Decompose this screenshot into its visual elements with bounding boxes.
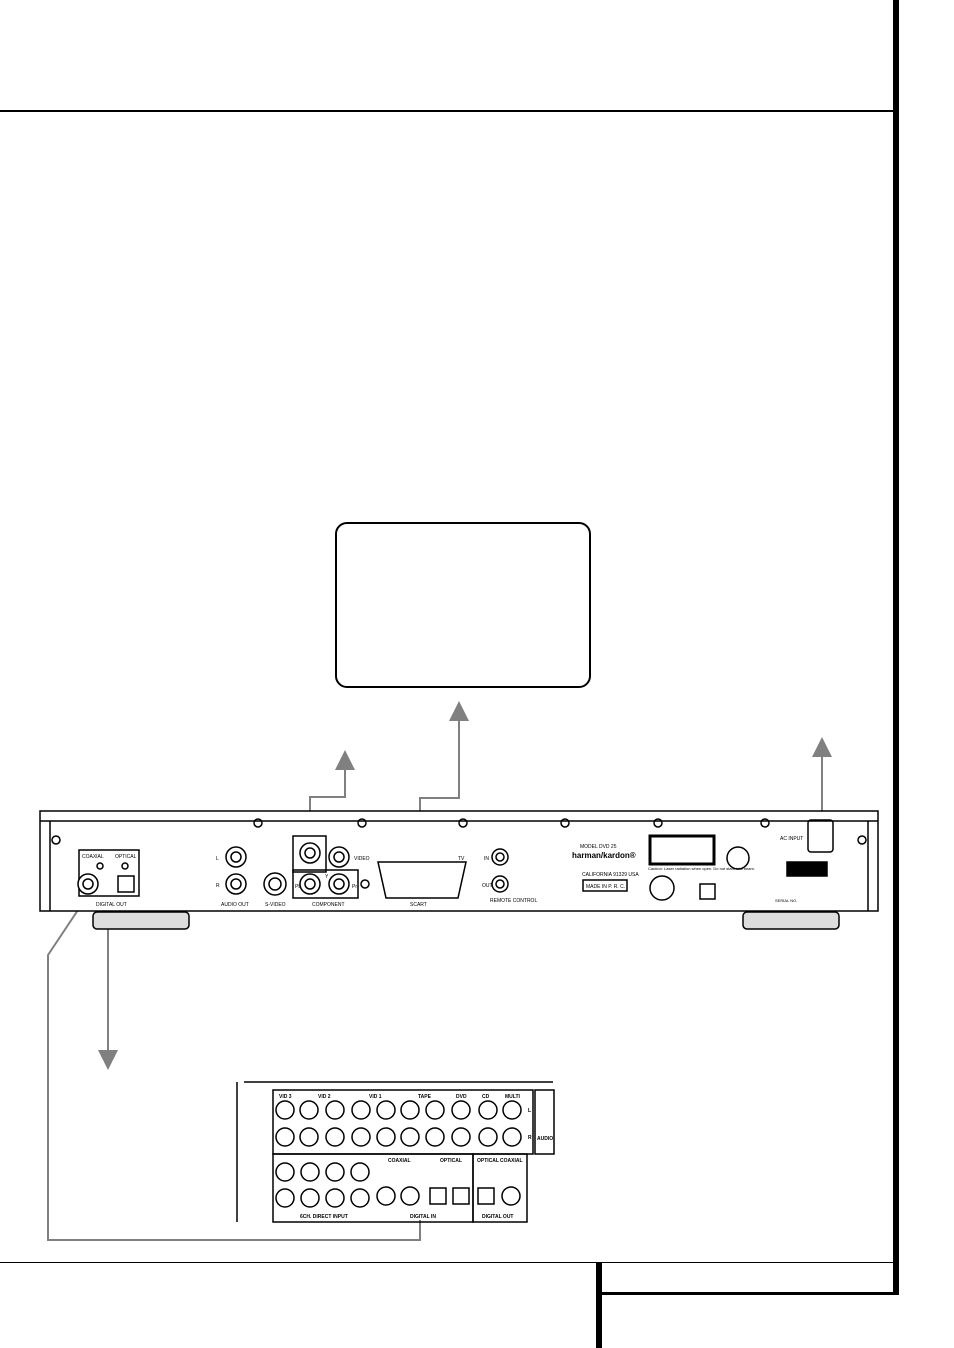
audio-label: AUDIO bbox=[537, 1136, 553, 1142]
vid2-label: VID 2 bbox=[318, 1094, 331, 1100]
optical-label: OPTICAL bbox=[115, 854, 137, 860]
video-label: VIDEO bbox=[354, 856, 370, 862]
receiver-text: VID 3 VID 2 VID 1 TAPE DVD CD MULTI AUDI… bbox=[279, 1094, 553, 1220]
california-label: CALIFORNIA 91329 USA bbox=[582, 872, 639, 878]
dvd-label: DVD bbox=[456, 1094, 467, 1100]
tape-label: TAPE bbox=[418, 1094, 432, 1100]
coaxial-out-label: COAXIAL bbox=[500, 1158, 523, 1164]
vid1-label: VID 1 bbox=[369, 1094, 382, 1100]
footer-rule-right bbox=[596, 1292, 898, 1295]
coaxial-label: COAXIAL bbox=[82, 854, 104, 860]
digital-out-label: DIGITAL OUT bbox=[96, 902, 127, 908]
receiver-jacks bbox=[275, 1100, 522, 1208]
coax-cable-line bbox=[47, 879, 421, 1241]
dvd-panel-text: COAXIAL OPTICAL DIGITAL OUT L R AUDIO OU… bbox=[82, 836, 803, 908]
caution-label: Caution: Laser radiation when open. Do n… bbox=[648, 866, 755, 871]
r-label: R bbox=[528, 1135, 532, 1141]
cd-label: CD bbox=[482, 1094, 490, 1100]
vid3-label: VID 3 bbox=[279, 1094, 292, 1100]
remote-control-label: REMOTE CONTROL bbox=[490, 898, 537, 904]
receiver-rear-panel bbox=[236, 1081, 555, 1223]
audio-r-label: R bbox=[216, 883, 220, 889]
serial-label: SERIAL NO. bbox=[775, 898, 797, 903]
pr-label: Pr bbox=[352, 884, 357, 890]
digital-in-label: DIGITAL IN bbox=[410, 1214, 436, 1220]
right-edge-bar bbox=[893, 0, 899, 1295]
audio-l-label: L bbox=[216, 856, 219, 862]
dvd-player-rear-panel bbox=[39, 810, 879, 930]
coaxial-in-label: COAXIAL bbox=[388, 1158, 411, 1164]
made-in-label: MADE IN P. R. C. bbox=[586, 884, 625, 890]
footer-vertical-bar bbox=[596, 1262, 602, 1348]
ac-input-label: AC INPUT bbox=[780, 836, 803, 842]
footer-rule bbox=[0, 1262, 895, 1263]
y-label: Y bbox=[325, 874, 329, 880]
tv-monitor bbox=[335, 522, 591, 688]
digital-out-rcv-label: DIGITAL OUT bbox=[482, 1214, 513, 1220]
multi-label: MULTI bbox=[505, 1094, 521, 1100]
brand-label: harman/kardon® bbox=[572, 851, 636, 860]
l-label: L bbox=[528, 1108, 531, 1114]
six-ch-label: 6CH. DIRECT INPUT bbox=[300, 1214, 348, 1220]
scart-label: SCART bbox=[410, 902, 427, 908]
audio-out-label: AUDIO OUT bbox=[221, 902, 249, 908]
optical-in-label: OPTICAL bbox=[440, 1158, 462, 1164]
tv-label: TV bbox=[458, 856, 465, 862]
component-label: COMPONENT bbox=[312, 902, 345, 908]
model-label: MODEL DVD 25 bbox=[580, 844, 617, 850]
s-video-label: S-VIDEO bbox=[265, 902, 286, 908]
header-rule bbox=[0, 110, 895, 112]
optical-out-label: OPTICAL bbox=[477, 1158, 499, 1164]
out-label: OUT bbox=[482, 883, 493, 889]
in-label: IN bbox=[484, 856, 489, 862]
pb-label: Pb bbox=[295, 884, 301, 890]
